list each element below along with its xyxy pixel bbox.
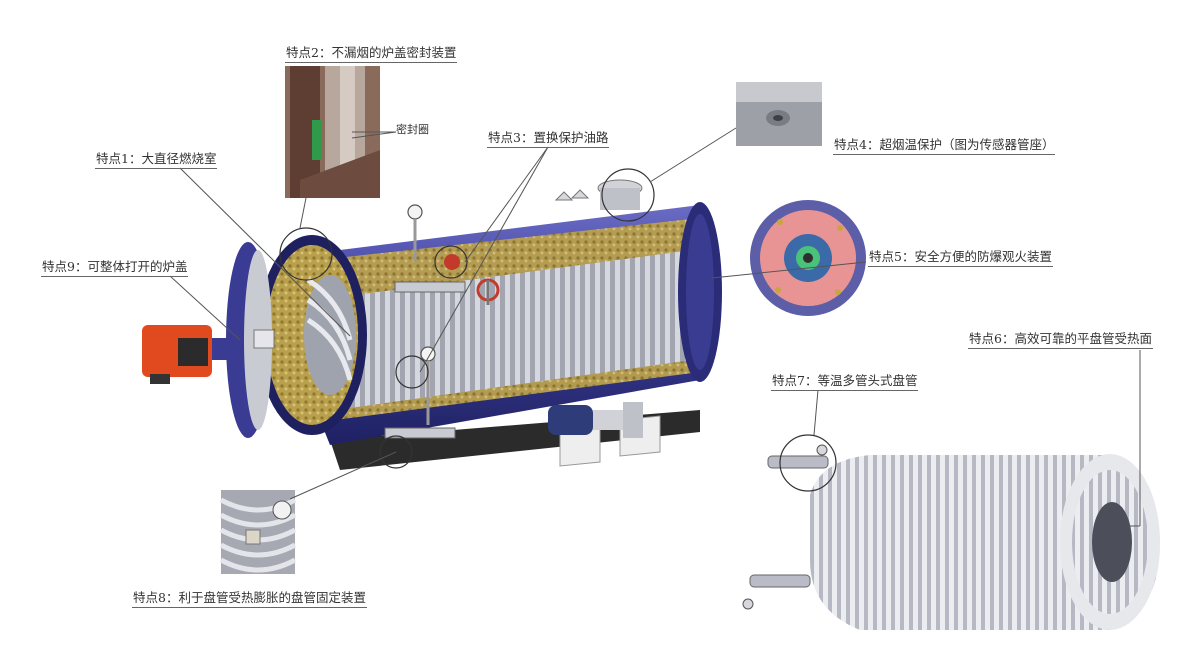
feature-2-label: 特点2：不漏烟的炉盖密封装置 (285, 46, 458, 63)
burner-icon (142, 325, 238, 384)
inset-sensor-photo (736, 82, 822, 146)
inset-coil-fixing-photo (219, 490, 297, 574)
feature-1-label: 特点1：大直径燃烧室 (95, 152, 218, 169)
inset-observation-flange (750, 200, 866, 316)
feature-6-label: 特点6：高效可靠的平盘管受热面 (968, 332, 1153, 349)
combustion-chamber-opening (257, 235, 367, 435)
standalone-coil (742, 444, 1160, 630)
valve-icon (394, 254, 500, 305)
seal-ring-label: 密封圈 (396, 123, 429, 136)
pressure-gauge-icon (407, 204, 436, 425)
feature-8-label: 特点8：利于盘管受热膨胀的盘管固定装置 (132, 591, 367, 608)
feature-5-label: 特点5：安全方便的防爆观火装置 (868, 250, 1053, 267)
feature-9-label: 特点9：可整体打开的炉盖 (41, 260, 189, 277)
furnace-lid (226, 242, 275, 438)
feature-7-label: 特点7：等温多管头式盘管 (771, 374, 919, 391)
feature-4-label: 特点4：超烟温保护（图为传感器管座） (833, 138, 1056, 155)
feature-3-label: 特点3：置换保护油路 (487, 131, 610, 148)
pump-icon (548, 402, 643, 438)
